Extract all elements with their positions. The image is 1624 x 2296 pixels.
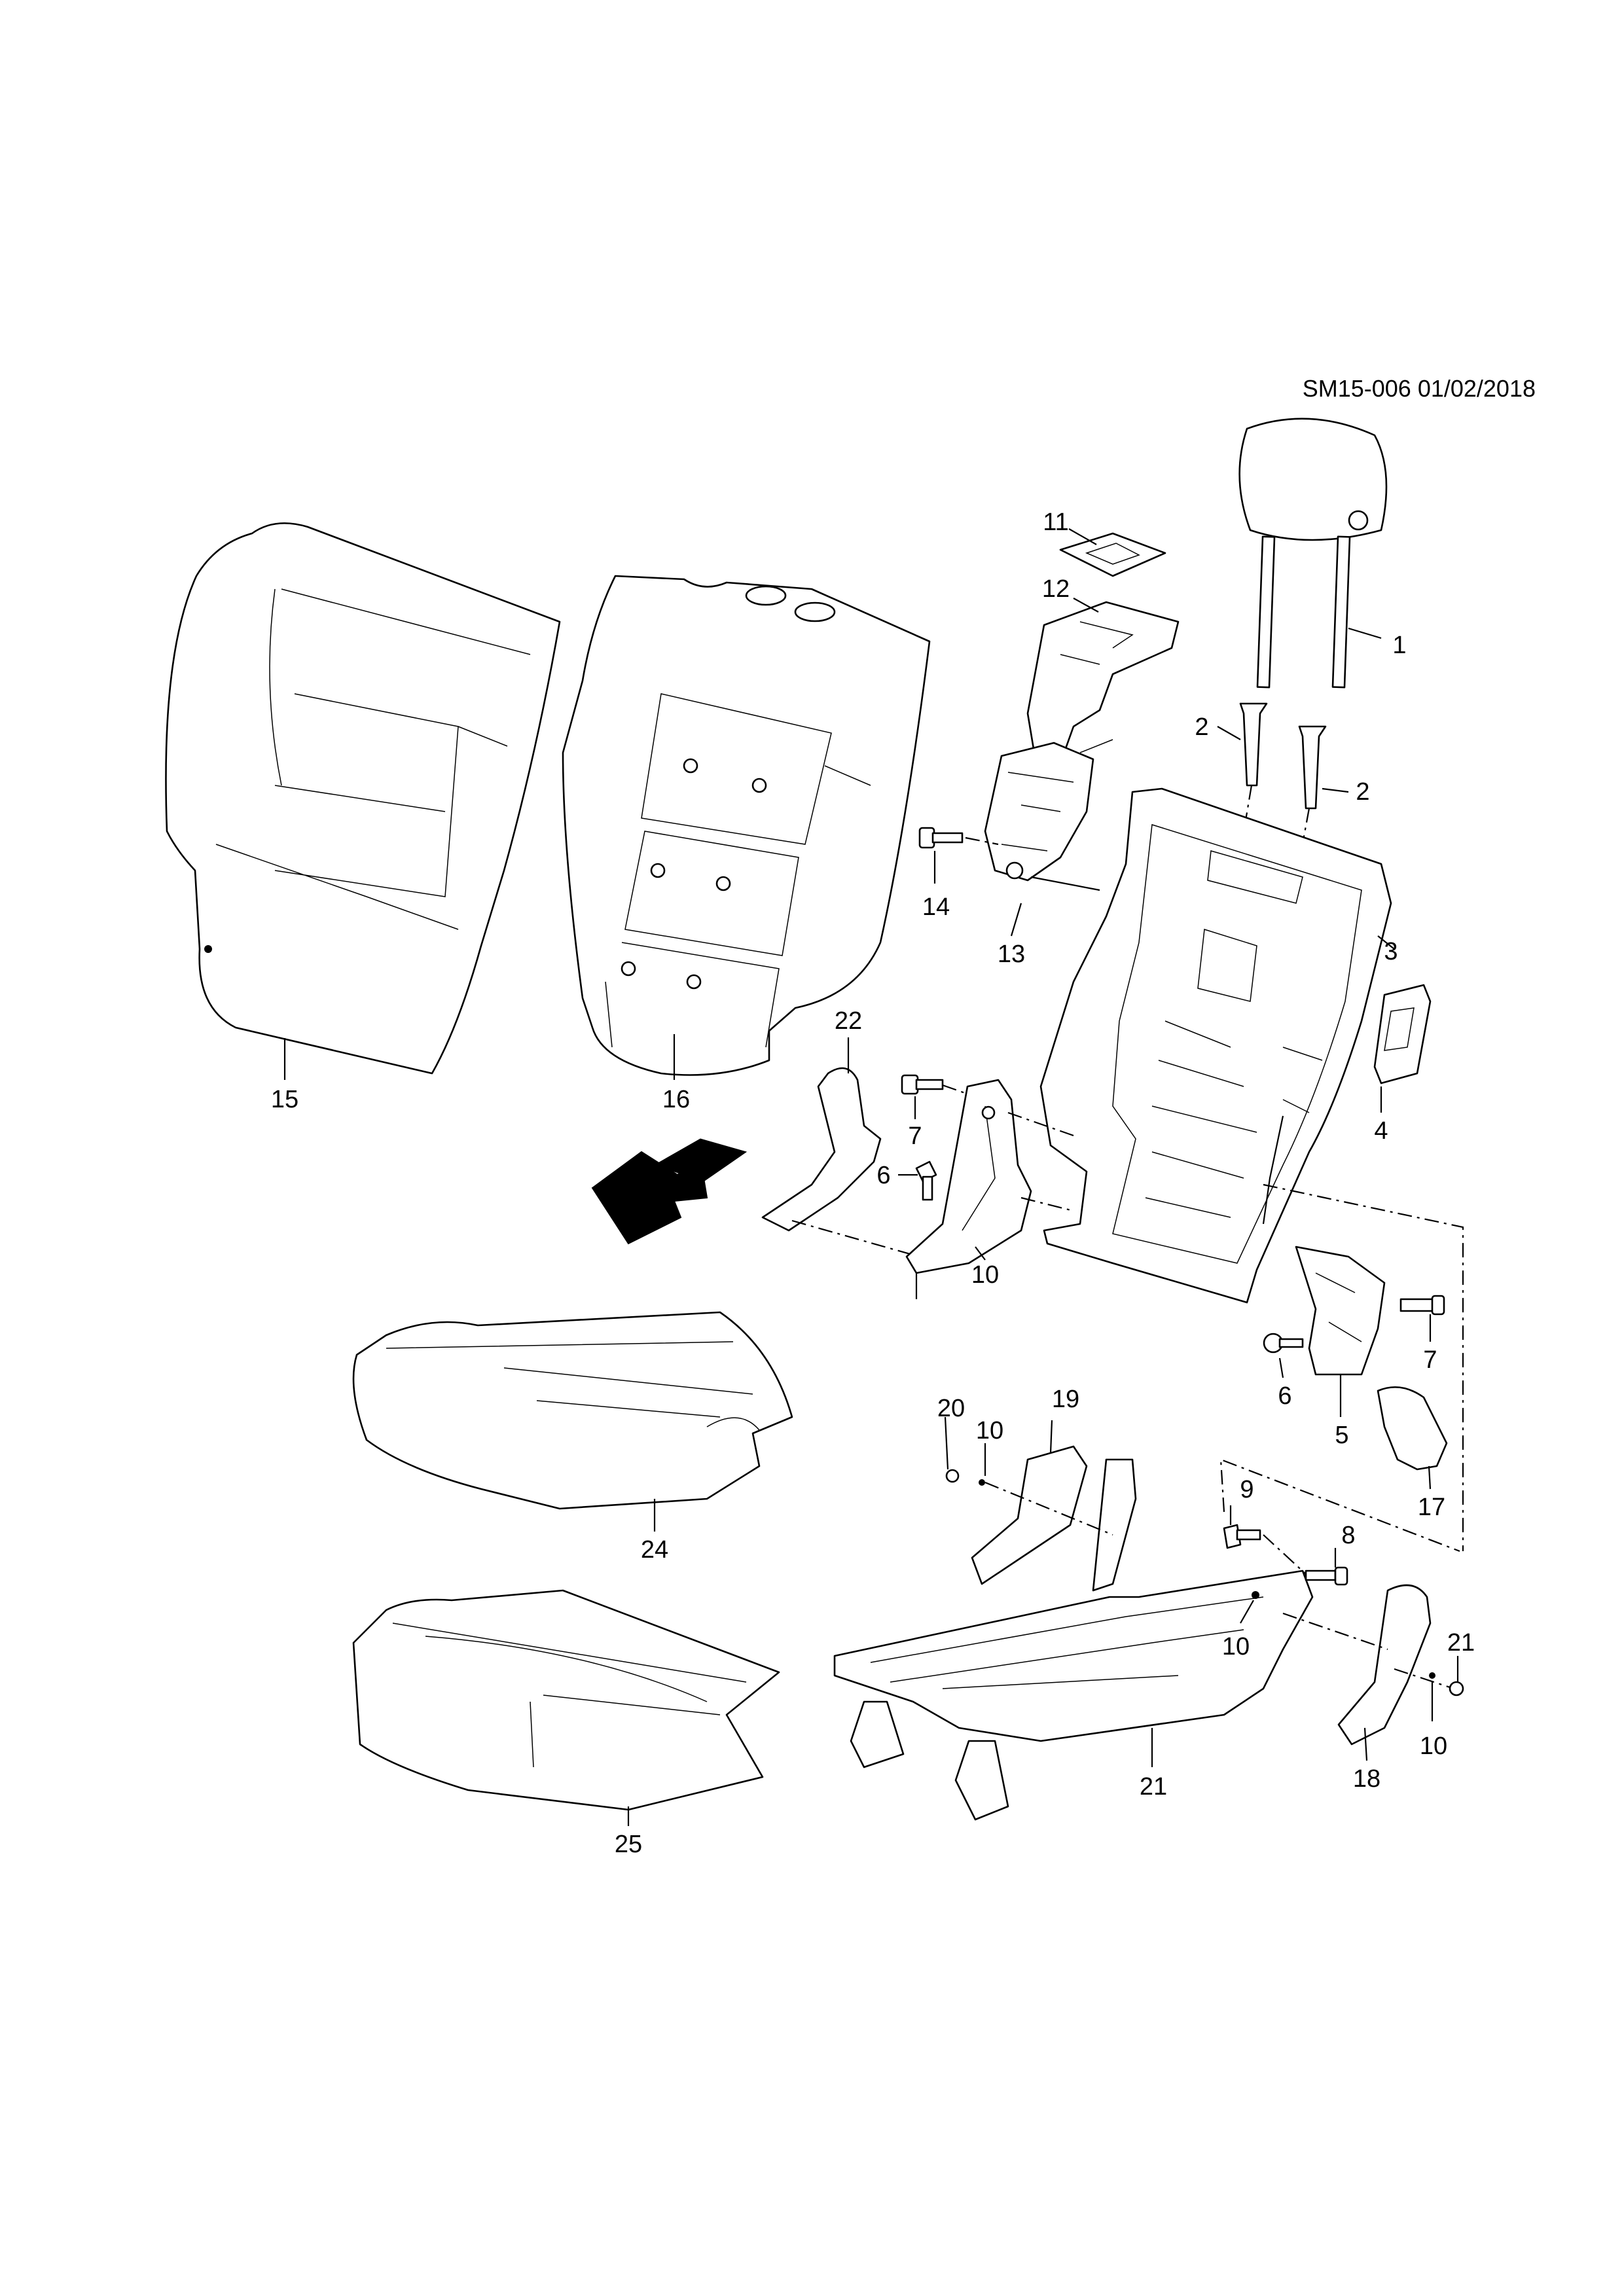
callout-15: 14	[922, 893, 950, 921]
callout-14: 13	[998, 941, 1025, 968]
diagram-code: SM15-006 01/02/2018	[1303, 375, 1536, 402]
callout-17: 16	[662, 1086, 690, 1113]
callout-18: 17	[1418, 1494, 1445, 1521]
part-latch-trim	[1026, 601, 1180, 774]
callout-10c: 10	[1420, 1732, 1447, 1760]
callout-13: 12	[1042, 575, 1070, 603]
part-latch-cover	[1373, 984, 1432, 1085]
callout-25: 25	[615, 1831, 642, 1858]
callout-21b: 21	[1447, 1629, 1475, 1657]
part-cap-21-right	[1449, 1681, 1464, 1696]
part-headrest-guide-left	[1239, 702, 1268, 787]
part-seatback-frame	[1039, 787, 1392, 1304]
part-seatback-cover	[165, 522, 561, 1075]
part-washer-10-right	[1429, 1672, 1435, 1679]
part-hinge-bracket-5	[1295, 1246, 1386, 1376]
front-direction-arrow: FRT	[591, 1138, 748, 1245]
part-hinge-cover	[1377, 1386, 1448, 1471]
callout-16: 15	[271, 1086, 298, 1113]
callout-2a: 2	[1195, 713, 1208, 741]
callout-1: 1	[1392, 632, 1406, 659]
callout-23: 22	[835, 1007, 862, 1035]
callout-24: 24	[641, 1536, 668, 1564]
callout-7a: 7	[908, 1122, 922, 1150]
callout-20: 19	[1052, 1386, 1079, 1413]
callout-10a: 10	[976, 1417, 1003, 1444]
callout-10b: 10	[1222, 1633, 1250, 1660]
part-bolt-15	[918, 827, 964, 849]
callout-22: 21	[1140, 1773, 1167, 1801]
part-cushion-pad	[352, 1589, 780, 1811]
callout-5: 5	[1335, 1422, 1348, 1449]
part-cap-21-left	[945, 1469, 960, 1483]
part-latch	[984, 742, 1094, 882]
part-trim-bracket	[761, 1067, 882, 1232]
part-bolt-8	[1305, 1566, 1348, 1586]
part-hinge-bracket-11	[905, 1079, 1032, 1274]
part-bolt-7-left	[901, 1074, 944, 1095]
part-cushion-frame	[833, 1458, 1314, 1821]
part-cushion-cover	[352, 1311, 793, 1510]
callout-2b: 2	[1356, 778, 1369, 806]
part-bolt-6-right	[1263, 1333, 1304, 1354]
callout-6a: 6	[876, 1162, 890, 1189]
callout-7b: 7	[1423, 1346, 1437, 1374]
part-washer-10-left	[979, 1479, 985, 1486]
part-bolt-6-left	[915, 1160, 937, 1201]
callout-9: 9	[1240, 1476, 1254, 1503]
part-side-trim-20	[971, 1445, 1088, 1585]
callout-12: 11	[1043, 509, 1068, 536]
callout-6b: 6	[1278, 1382, 1291, 1410]
part-headrest	[1238, 418, 1388, 689]
part-bezel	[1059, 532, 1166, 577]
callout-4: 4	[1374, 1117, 1388, 1145]
part-headrest-guide-right	[1298, 725, 1327, 810]
part-bushing-9	[1223, 1524, 1261, 1549]
callout-8: 8	[1341, 1522, 1355, 1549]
part-side-trim-19	[1337, 1584, 1432, 1746]
part-washer-10-center	[1252, 1591, 1259, 1599]
callout-3: 3	[1384, 938, 1398, 965]
callout-21a: 20	[937, 1395, 965, 1422]
part-seatback-pad	[562, 575, 931, 1076]
part-bolt-7-right	[1399, 1295, 1445, 1316]
callout-19: 18	[1353, 1765, 1380, 1793]
callout-11: 10	[971, 1261, 999, 1289]
